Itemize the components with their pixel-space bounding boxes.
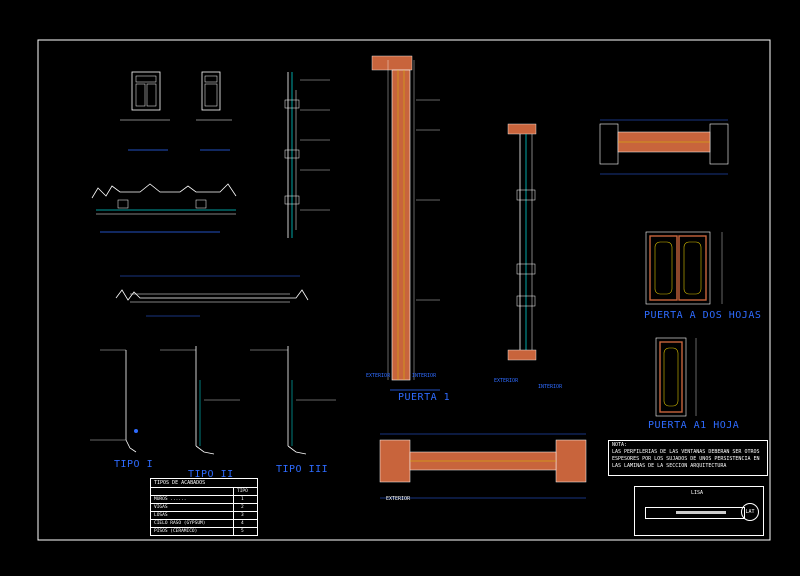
legend-row-name: VIGAS bbox=[154, 505, 168, 510]
tipo-1-section bbox=[90, 349, 138, 453]
label-exterior-1: EXTERIOR bbox=[366, 373, 391, 379]
legend-row-type: 2 bbox=[241, 505, 244, 510]
legend-title: TIPOS DE ACABADOS bbox=[154, 480, 206, 486]
tipo-3-section bbox=[250, 346, 336, 455]
window-plan-section bbox=[91, 183, 237, 233]
legend-header-row: TIPO bbox=[151, 487, 257, 496]
legend-row: MUROS ...... 1 bbox=[151, 495, 257, 504]
single-door-elevation bbox=[655, 337, 697, 417]
window-elevation-2 bbox=[196, 71, 232, 151]
legend-row-type: 5 bbox=[241, 529, 244, 534]
title-block: LISA LAT bbox=[634, 486, 764, 536]
window-elevation-1 bbox=[120, 71, 170, 151]
legend-row-type: 1 bbox=[241, 497, 244, 502]
label-interior-1: INTERIOR bbox=[412, 373, 437, 379]
horizontal-wall-section bbox=[115, 275, 309, 317]
legend-row: LOSAS 3 bbox=[151, 511, 257, 520]
door-head-detail bbox=[599, 119, 729, 175]
legend-row-name: MUROS ...... bbox=[154, 497, 187, 502]
title-tipo-2: TIPO II bbox=[188, 469, 234, 480]
double-door-elevation bbox=[645, 231, 723, 305]
legend-row-type: 4 bbox=[241, 521, 244, 526]
note-box: NOTA: LAS PERFILERIAS DE LAS VENTANAS DE… bbox=[608, 440, 768, 476]
title-puerta-dos-hojas: PUERTA A DOS HOJAS bbox=[644, 310, 762, 321]
puerta-1-section bbox=[371, 55, 440, 391]
note-heading: NOTA: bbox=[612, 442, 628, 448]
title-tipo-3: TIPO III bbox=[276, 464, 329, 475]
legend-row: CIELO RASO (GYPSUM) 4 bbox=[151, 519, 257, 528]
window-section-center bbox=[507, 123, 537, 361]
title-block-stripe bbox=[676, 511, 726, 514]
sheet-border bbox=[37, 39, 771, 541]
logo-icon: LAT bbox=[741, 503, 759, 521]
door-plan-bottom bbox=[379, 433, 587, 499]
legend-row-name: CIELO RASO (GYPSUM) bbox=[154, 521, 206, 526]
title-puerta-1: PUERTA 1 bbox=[398, 392, 451, 403]
note-body: LAS PERFILERIAS DE LAS VENTANAS DEBERAN … bbox=[612, 449, 760, 469]
title-puerta-una-hoja: PUERTA A1 HOJA bbox=[648, 420, 740, 431]
legend-row-type: 3 bbox=[241, 513, 244, 518]
legend-col-header: TIPO bbox=[237, 489, 248, 494]
finishes-legend: TIPOS DE ACABADOS TIPO MUROS ...... 1 VI… bbox=[150, 478, 258, 536]
label-exterior-2: EXTERIOR bbox=[494, 378, 519, 384]
tipo-2-section bbox=[160, 346, 240, 455]
legend-row-name: LOSAS bbox=[154, 513, 168, 518]
label-exterior-bottom: EXTERIOR bbox=[386, 496, 411, 502]
legend-row: PISOS (CERAMICO) 5 bbox=[151, 527, 257, 536]
legend-row-name: PISOS (CERAMICO) bbox=[154, 529, 198, 534]
title-tipo-1: TIPO I bbox=[114, 459, 154, 470]
label-interior-2: INTERIOR bbox=[538, 384, 563, 390]
title-block-bar bbox=[645, 507, 745, 519]
legend-row: VIGAS 2 bbox=[151, 503, 257, 512]
window-vertical-section bbox=[284, 72, 330, 238]
title-block-label: LISA bbox=[691, 490, 704, 496]
